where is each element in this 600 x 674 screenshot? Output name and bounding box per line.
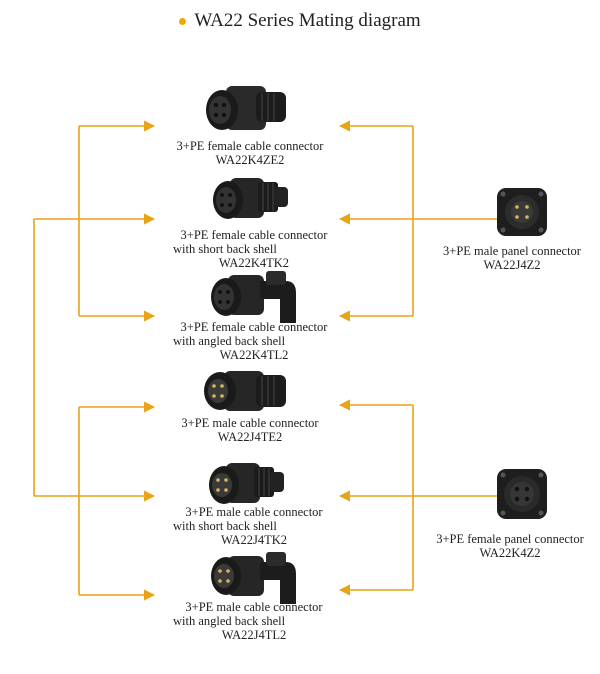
label-female-panel: 3+PE female panel connector WA22K4Z2 xyxy=(436,532,584,560)
female-cable-connector-angled-image xyxy=(211,271,296,323)
male-cable-connector-angled-image xyxy=(211,552,296,604)
male-cable-connector-short-image xyxy=(209,463,284,504)
label-male-angled: 3+PE male cable connector with angled ba… xyxy=(173,600,323,642)
male-panel-connector-image xyxy=(497,188,547,236)
diagram-title: WA22 Series Mating diagram xyxy=(0,10,600,32)
label-male-panel: 3+PE male panel connector WA22J4Z2 xyxy=(443,244,581,272)
label-female-short: 3+PE female cable connector with short b… xyxy=(173,228,328,270)
male-cable-connector-straight-image xyxy=(204,371,286,411)
label-female-angled: 3+PE female cable connector with angled … xyxy=(173,320,328,362)
label-male-short: 3+PE male cable connector with short bac… xyxy=(173,505,323,547)
female-panel-connector-image xyxy=(497,469,547,519)
female-cable-connector-short-image xyxy=(213,178,288,219)
bullet-dot xyxy=(179,17,187,25)
label-male-straight: 3+PE male cable connector WA22J4TE2 xyxy=(181,416,319,444)
female-cable-connector-straight-image xyxy=(206,86,286,130)
label-female-straight: 3+PE female cable connector WA22K4ZE2 xyxy=(176,139,324,167)
title-text: WA22 Series Mating diagram xyxy=(194,10,421,31)
